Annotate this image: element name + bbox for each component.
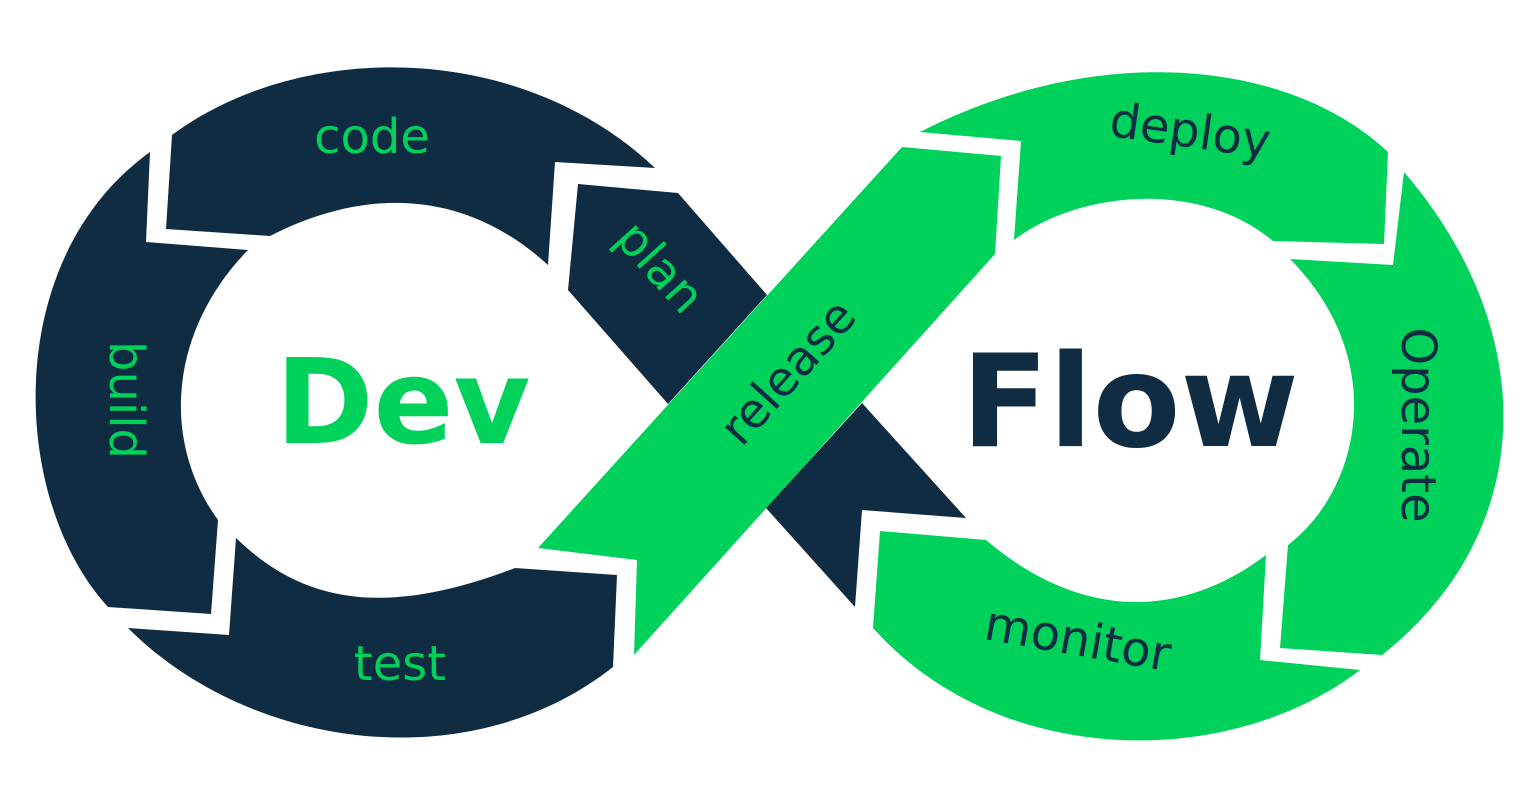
left-loop	[35, 67, 966, 738]
segment-deploy	[920, 72, 1388, 244]
title-flow: Flow	[961, 328, 1299, 477]
segment-operate	[1280, 172, 1504, 655]
segment-monitor	[873, 531, 1360, 741]
segment-release	[538, 147, 1001, 655]
segment-code	[166, 67, 655, 266]
label-code: code	[314, 109, 430, 165]
right-loop	[538, 72, 1504, 741]
segment-plan	[568, 184, 767, 404]
segment-build	[35, 152, 249, 614]
label-operate: Operate	[1390, 327, 1446, 522]
label-test: test	[354, 636, 446, 692]
segment-test	[128, 538, 617, 738]
title-dev: Dev	[276, 333, 531, 471]
segment-cross-navy	[766, 403, 966, 607]
label-build: build	[98, 341, 154, 459]
